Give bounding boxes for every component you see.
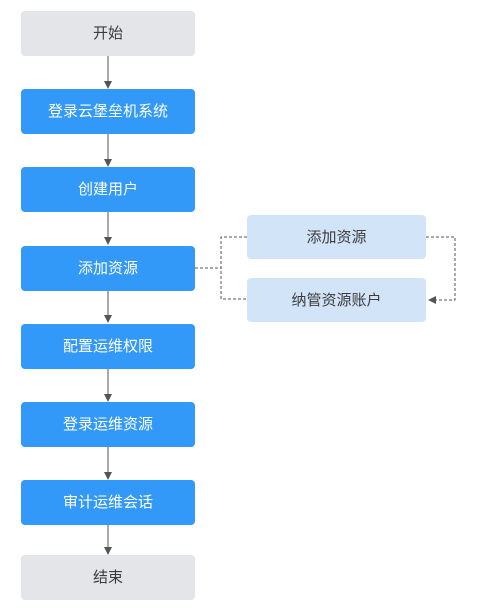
start-node-label: 开始	[92, 24, 123, 42]
start-node: 开始	[21, 11, 195, 56]
step-create-user: 创建用户	[21, 167, 195, 212]
step-add-resource: 添加资源	[21, 246, 195, 291]
step-login-bastion-system-label: 登录云堡垒机系统	[47, 102, 168, 120]
sub-step-add-resource-label: 添加资源	[306, 227, 367, 246]
step-configure-permissions-label: 配置运维权限	[62, 337, 153, 355]
step-login-resource-label: 登录运维资源	[62, 415, 153, 433]
step-login-bastion-system: 登录云堡垒机系统	[21, 89, 195, 134]
step-create-user-label: 创建用户	[77, 180, 138, 198]
dashed-sub-step-arrow	[426, 236, 456, 304]
step-audit-session-label: 审计运维会话	[62, 493, 153, 511]
dashed-branch-connector	[220, 236, 247, 300]
step-add-resource-label: 添加资源	[77, 259, 138, 277]
step-configure-permissions: 配置运维权限	[21, 324, 195, 369]
end-node-label: 结束	[92, 568, 123, 586]
step-login-resource: 登录运维资源	[21, 402, 195, 447]
step-audit-session: 审计运维会话	[21, 480, 195, 525]
sub-step-add-resource: 添加资源	[247, 215, 426, 259]
end-node: 结束	[21, 555, 195, 600]
sub-step-manage-resource-accounts: 纳管资源账户	[247, 278, 426, 322]
sub-step-manage-resource-accounts-label: 纳管资源账户	[291, 290, 382, 309]
